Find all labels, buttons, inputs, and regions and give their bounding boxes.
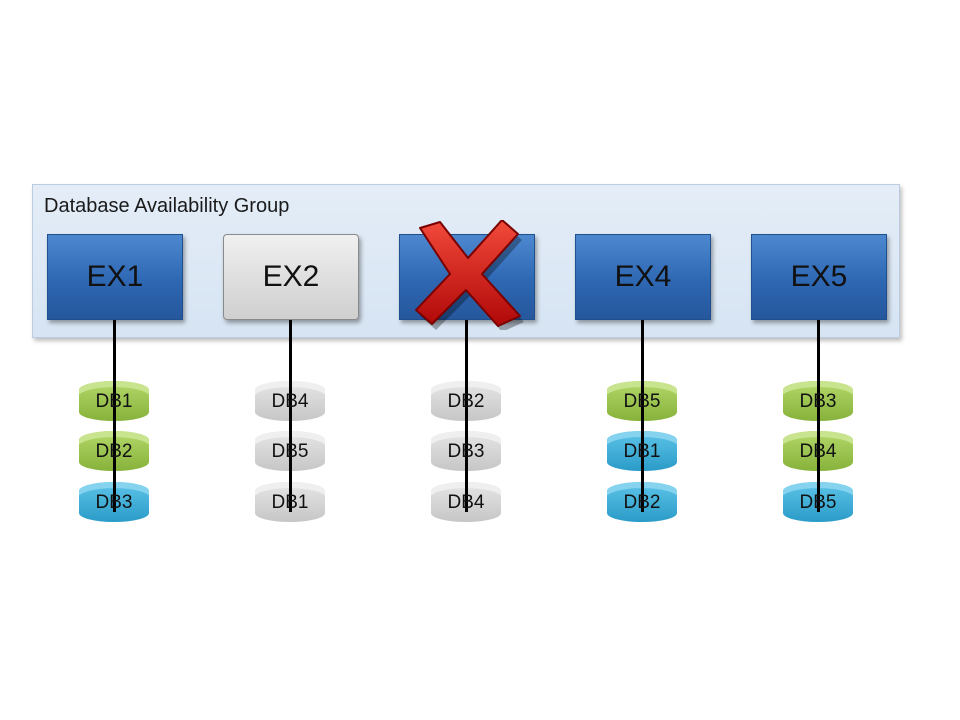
database-cylinder[interactable]: DB4 (783, 431, 853, 471)
database-cylinder[interactable]: DB1 (607, 431, 677, 471)
database-cylinder[interactable]: DB5 (255, 431, 325, 471)
database-cylinder[interactable]: DB3 (79, 482, 149, 522)
database-label: DB1 (95, 391, 133, 412)
database-cylinder[interactable]: DB4 (431, 482, 501, 522)
database-label: DB5 (623, 391, 661, 412)
database-label: DB1 (623, 441, 661, 462)
server-ex4[interactable]: EX4 (575, 234, 711, 320)
database-label: DB3 (447, 441, 485, 462)
server-label: EX1 (86, 260, 144, 293)
server-label: EX4 (614, 260, 672, 293)
dag-title: Database Availability Group (44, 195, 290, 217)
server-ex2[interactable]: EX2 (223, 234, 359, 320)
database-label: DB5 (271, 441, 309, 462)
database-label: DB2 (447, 391, 485, 412)
server-label: EX5 (790, 260, 848, 293)
failure-x-icon (415, 220, 524, 330)
server-ex5[interactable]: EX5 (751, 234, 887, 320)
database-cylinder[interactable]: DB4 (255, 381, 325, 421)
database-label: DB4 (799, 441, 837, 462)
database-cylinder[interactable]: DB3 (783, 381, 853, 421)
database-label: DB2 (623, 492, 661, 513)
database-cylinder[interactable]: DB2 (79, 431, 149, 471)
database-label: DB4 (447, 492, 485, 513)
database-cylinder[interactable]: DB2 (607, 482, 677, 522)
database-label: DB3 (95, 492, 133, 513)
database-cylinder[interactable]: DB2 (431, 381, 501, 421)
database-cylinder[interactable]: DB5 (783, 482, 853, 522)
database-cylinder[interactable]: DB1 (79, 381, 149, 421)
database-cylinder[interactable]: DB1 (255, 482, 325, 522)
database-label: DB3 (799, 391, 837, 412)
database-label: DB2 (95, 441, 133, 462)
server-ex1[interactable]: EX1 (47, 234, 183, 320)
database-label: DB1 (271, 492, 309, 513)
database-label: DB5 (799, 492, 837, 513)
database-cylinder[interactable]: DB5 (607, 381, 677, 421)
database-label: DB4 (271, 391, 309, 412)
server-label: EX2 (262, 260, 320, 293)
database-cylinder[interactable]: DB3 (431, 431, 501, 471)
